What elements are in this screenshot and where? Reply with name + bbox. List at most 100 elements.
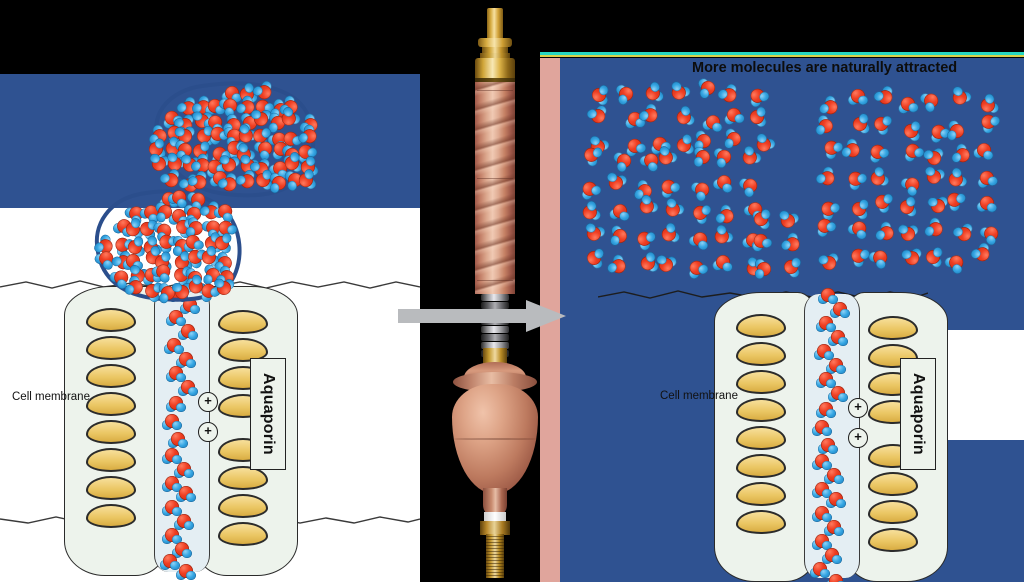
water-molecule — [943, 251, 967, 276]
helix-coil — [868, 344, 918, 368]
helix-coil — [86, 448, 136, 472]
water-molecule — [615, 82, 635, 106]
steel-band — [481, 294, 509, 301]
water-molecule — [737, 174, 761, 199]
right-aquaporin-protein: + + — [700, 286, 960, 582]
water-molecule — [867, 245, 892, 271]
helix-coil — [736, 370, 786, 394]
pore-water-molecule — [176, 564, 196, 580]
pore-water-molecule — [828, 386, 848, 402]
water-molecule — [901, 248, 923, 267]
water-molecule — [952, 222, 976, 244]
copper-water-treatment-device — [440, 0, 550, 582]
steel-band — [481, 326, 509, 333]
water-molecule — [778, 210, 800, 230]
pore-water-molecule — [812, 534, 832, 550]
water-molecule — [702, 113, 723, 133]
thread-line — [486, 566, 504, 567]
water-molecule — [903, 121, 921, 142]
water-molecule — [819, 137, 845, 162]
water-molecule — [612, 149, 634, 174]
right-cell-membrane-label: Cell membrane — [660, 390, 738, 402]
water-molecule — [899, 172, 924, 198]
pore-water-molecule — [162, 414, 182, 430]
thread-line — [486, 575, 504, 576]
helix-coil — [86, 420, 136, 444]
pore-water-molecule — [176, 352, 196, 368]
water-molecule — [606, 253, 630, 278]
water-molecule — [898, 224, 918, 242]
thread-line — [486, 569, 504, 570]
water-molecule — [976, 195, 997, 213]
water-molecule — [900, 141, 925, 164]
water-molecule — [897, 95, 919, 114]
pore-water-molecule — [816, 372, 836, 388]
cap-shadow — [475, 78, 515, 82]
pore-water-molecule — [178, 380, 198, 396]
water-molecule — [923, 148, 946, 167]
bulb-tip — [483, 488, 507, 516]
left-aquaporin-label: Aquaporin — [250, 358, 286, 470]
water-molecule — [586, 248, 605, 269]
pore-water-molecule — [168, 432, 188, 448]
helix-coil — [868, 528, 918, 552]
thread-line — [486, 554, 504, 555]
water-molecule — [689, 178, 713, 203]
helix-coil — [218, 310, 268, 334]
water-molecule — [846, 217, 871, 241]
brass-ring — [480, 53, 510, 58]
helix-coil — [86, 336, 136, 360]
tube-seam-line — [477, 280, 513, 281]
helix-coil — [218, 494, 268, 518]
water-molecule — [711, 172, 735, 194]
water-molecule — [945, 166, 969, 191]
left-upper-water-cluster — [146, 79, 320, 198]
water-molecule — [297, 169, 317, 192]
helix-coil — [868, 500, 918, 524]
water-molecule — [973, 142, 994, 161]
water-molecule — [711, 223, 735, 248]
pore-water-molecule — [826, 492, 846, 508]
protein-body: + + — [700, 286, 960, 582]
helix-coil — [868, 472, 918, 496]
water-molecule — [251, 109, 271, 126]
water-molecule — [638, 250, 659, 275]
brass-outlet-stem — [486, 534, 504, 578]
pore-water-molecule — [812, 420, 832, 436]
top-teal-strip — [540, 52, 1024, 55]
pore-water-molecule — [812, 506, 832, 522]
water-molecule — [656, 254, 678, 273]
pore-water-molecule — [174, 514, 194, 530]
positive-charge-symbol: + — [848, 398, 868, 418]
spiral-copper-tube — [475, 82, 515, 294]
pore-water-molecule — [162, 500, 182, 516]
pore-water-molecule — [816, 402, 836, 418]
water-molecule — [655, 145, 680, 169]
water-molecule — [656, 176, 682, 200]
pore-water-molecule — [824, 468, 844, 484]
right-dispersed-molecules — [814, 84, 1018, 287]
water-molecule — [661, 196, 686, 221]
water-molecule — [814, 165, 840, 190]
water-molecule — [685, 257, 710, 280]
helix-coil — [86, 364, 136, 388]
pore-water-molecule — [816, 316, 836, 332]
water-molecule — [674, 105, 697, 130]
water-molecule — [592, 85, 609, 106]
water-molecule — [605, 172, 628, 192]
water-molecule — [643, 80, 665, 105]
left-lower-cluster-outline — [94, 189, 242, 302]
pore-water-molecule — [828, 330, 848, 346]
pore-water-molecule — [824, 520, 844, 536]
steel-band — [481, 302, 509, 309]
thread-line — [486, 536, 504, 537]
pore-water-molecule — [160, 554, 180, 570]
water-molecule — [843, 167, 869, 192]
water-molecule — [214, 278, 235, 296]
thread-line — [486, 551, 504, 552]
arrow-shaft — [398, 309, 530, 323]
pore-water-molecule — [162, 476, 182, 492]
water-molecule — [918, 89, 942, 114]
helix-coil — [86, 476, 136, 500]
thread-line — [486, 563, 504, 564]
